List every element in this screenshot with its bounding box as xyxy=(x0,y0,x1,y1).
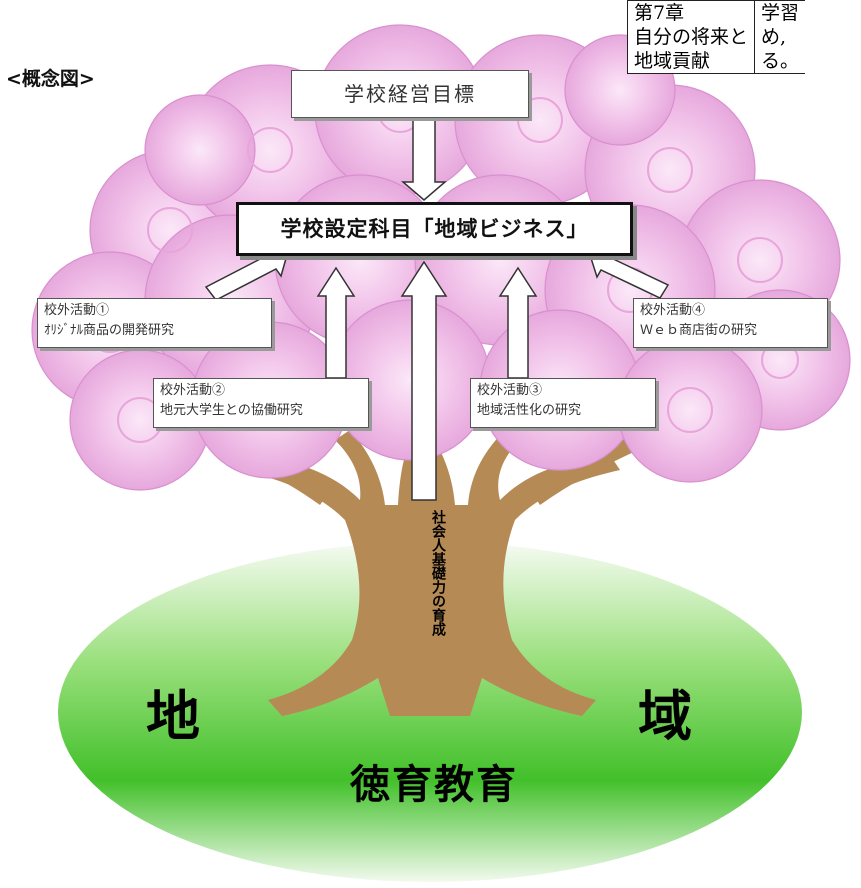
chapter-line: め, xyxy=(761,26,787,48)
trunk-label: 社会人基礎力の育成 xyxy=(430,510,446,636)
tree-trunk xyxy=(240,430,620,716)
activity-title: 校外活動④ xyxy=(640,303,706,318)
chapter-line: 第7章 xyxy=(634,2,685,24)
activity-desc: Ｗｅｂ商店街の研究 xyxy=(640,323,758,338)
activity-box-2: 校外活動② 地元大学生との協働研究 xyxy=(153,378,369,428)
chapter-table: 第7章 自分の将来と 地域貢献 学習 め, る。 xyxy=(626,0,806,74)
goal-box: 学校経営目標 xyxy=(291,70,529,118)
activity-desc: ｵﾘｼﾞﾅﾙ商品の開発研究 xyxy=(44,323,175,338)
activity-box-3: 校外活動③ 地域活性化の研究 xyxy=(470,378,656,428)
subject-box: 学校設定科目「地域ビジネス」 xyxy=(236,202,633,256)
activity-title: 校外活動③ xyxy=(477,383,543,398)
activity-box-4: 校外活動④ Ｗｅｂ商店街の研究 xyxy=(633,298,828,348)
activity-title: 校外活動② xyxy=(160,383,226,398)
chapter-line: 地域貢献 xyxy=(634,50,711,72)
ground-label-center: 徳育教育 xyxy=(350,762,518,808)
arrows xyxy=(204,119,670,501)
arrow-goal-to-subject xyxy=(400,119,448,201)
diagram-heading: <概念図> xyxy=(6,68,95,90)
activity-desc: 地元大学生との協働研究 xyxy=(160,403,303,418)
ground-label-left: 地 xyxy=(146,685,200,748)
arrow-trunk-up xyxy=(400,260,448,501)
ground-label-right: 域 xyxy=(638,685,692,748)
chapter-line: る。 xyxy=(761,50,800,72)
tree-branch-right xyxy=(530,430,660,505)
chapter-line: 学習 xyxy=(761,2,800,24)
activity-box-1: 校外活動① ｵﾘｼﾞﾅﾙ商品の開発研究 xyxy=(37,298,272,348)
activity-title: 校外活動① xyxy=(44,303,110,318)
chapter-cell-left: 第7章 自分の将来と 地域貢献 xyxy=(626,0,756,74)
chapter-cell-right: 学習 め, る。 xyxy=(754,0,806,74)
chapter-line: 自分の将来と xyxy=(634,26,749,48)
activity-desc: 地域活性化の研究 xyxy=(477,403,582,418)
